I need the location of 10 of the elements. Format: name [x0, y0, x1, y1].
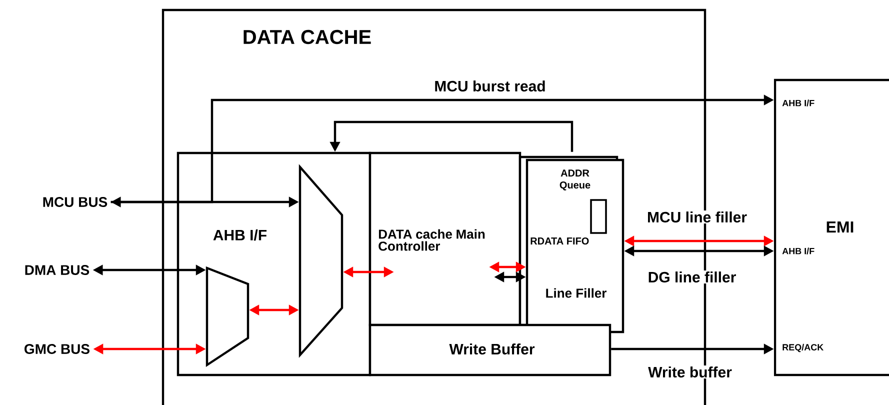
edge-label: Write buffer [647, 366, 733, 379]
emi-block: AHB I/F EMI AHB I/F REQ/ACK [774, 78, 889, 376]
buffer-box: Write Buffer [368, 324, 612, 376]
edge-label: DG line filler [646, 270, 738, 284]
bus-label: GMC BUS [24, 344, 90, 354]
edge-label: MCU line filler [646, 210, 748, 224]
bus-label: DMA BUS [25, 265, 90, 275]
bus-label: MCU BUS [43, 197, 108, 207]
edge-label: MCU burst read [433, 80, 547, 93]
line-filler-box: ADDR Queue RDATA FIFO Line Filler [518, 156, 624, 334]
